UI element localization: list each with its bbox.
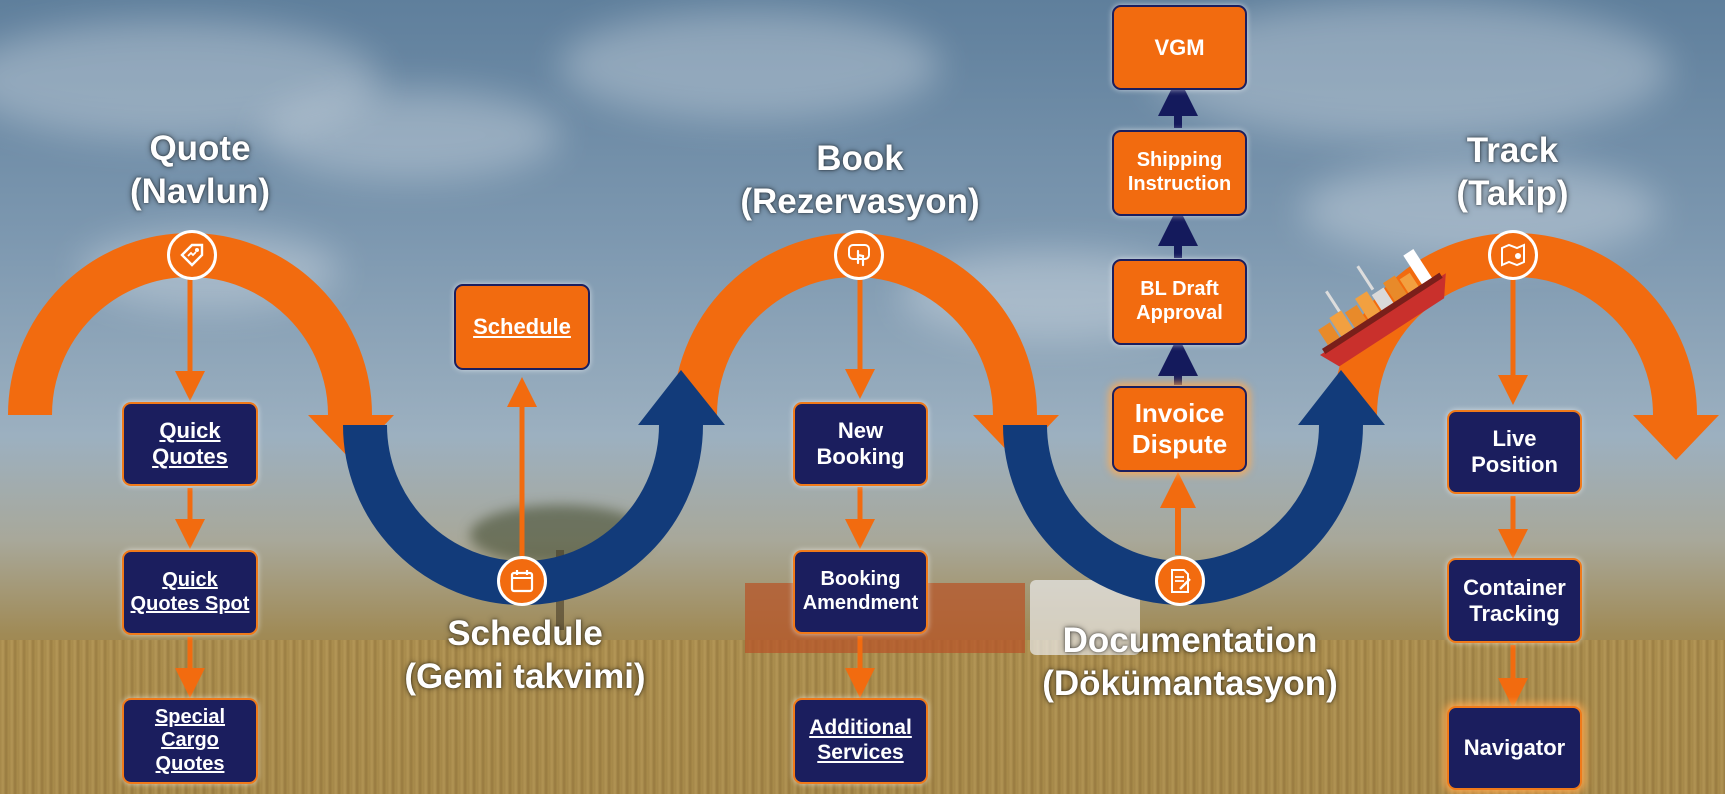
price-tag-icon: [167, 230, 217, 280]
stage-track-name: Track: [1466, 131, 1559, 170]
stage-schedule-subtitle: (Gemi takvimi): [404, 656, 646, 696]
map-pin-icon: [1488, 230, 1538, 280]
stage-schedule-name: Schedule: [447, 614, 603, 653]
documentation-arc-arrowhead: [1298, 370, 1385, 425]
track-arc-arrowhead: [1633, 415, 1719, 460]
stage-documentation-name: Documentation: [1062, 621, 1318, 660]
booking-amendment-button[interactable]: Booking Amendment: [793, 550, 928, 634]
special-cargo-quotes-link[interactable]: Special Cargo Quotes: [122, 698, 258, 784]
stage-documentation-subtitle: (Dökümantasyon): [1042, 663, 1338, 703]
stage-schedule-title: Schedule (Gemi takvimi): [375, 613, 675, 698]
stage-quote-title: Quote (Navlun): [90, 128, 310, 213]
calendar-icon: [497, 556, 547, 606]
stage-documentation-title: Documentation (Dökümantasyon): [1015, 620, 1365, 705]
schedule-link[interactable]: Schedule: [454, 284, 590, 370]
stage-quote-subtitle: (Navlun): [130, 171, 270, 211]
navigator-button[interactable]: Navigator: [1447, 706, 1582, 790]
live-position-button[interactable]: Live Position: [1447, 410, 1582, 494]
stage-book-name: Book: [816, 139, 904, 178]
bl-draft-approval-button[interactable]: BL Draft Approval: [1112, 259, 1247, 345]
quick-quotes-spot-link[interactable]: Quick Quotes Spot: [122, 550, 258, 635]
stage-track-title: Track (Takip): [1400, 130, 1625, 215]
container-tracking-button[interactable]: Container Tracking: [1447, 558, 1582, 643]
stage-book-title: Book (Rezervasyon): [700, 138, 1020, 223]
schedule-arc-arrowhead: [638, 370, 725, 425]
additional-services-link[interactable]: Additional Services: [793, 698, 928, 784]
touch-tap-icon: [834, 230, 884, 280]
shipping-instruction-button[interactable]: Shipping Instruction: [1112, 130, 1247, 216]
invoice-dispute-button[interactable]: Invoice Dispute: [1112, 386, 1247, 472]
stage-track-subtitle: (Takip): [1456, 173, 1569, 213]
stage-book-subtitle: (Rezervasyon): [740, 181, 980, 221]
vgm-button[interactable]: VGM: [1112, 5, 1247, 90]
new-booking-button[interactable]: New Booking: [793, 402, 928, 486]
stage-quote-name: Quote: [149, 129, 251, 168]
container-ship-illustration: [1318, 249, 1446, 367]
quick-quotes-link[interactable]: Quick Quotes: [122, 402, 258, 486]
document-edit-icon: [1155, 556, 1205, 606]
